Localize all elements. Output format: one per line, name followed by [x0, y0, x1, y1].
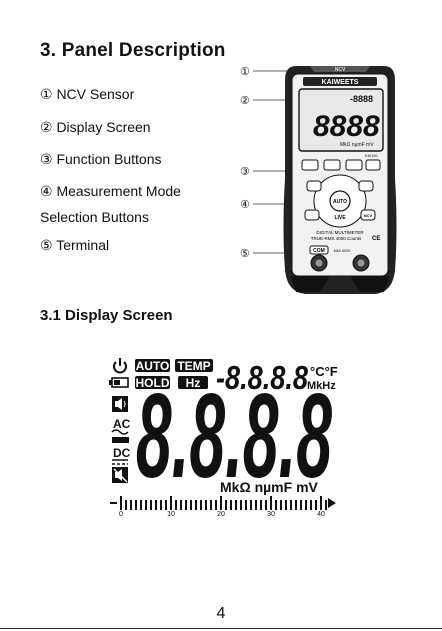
bargraph-segment — [325, 500, 327, 510]
bargraph-segment — [280, 500, 282, 510]
bargraph-segment — [315, 500, 317, 510]
bargraph-segment — [305, 500, 307, 510]
list-item-selection-buttons: Selection Buttons — [40, 209, 149, 225]
bargraph-segment — [235, 500, 237, 510]
bargraph-segment — [275, 500, 277, 510]
bargraph-segment — [190, 500, 192, 510]
lcd-dc: DC — [113, 446, 131, 460]
warning-label: MAX 600V — [334, 249, 351, 253]
ncv-label: NCV — [335, 67, 346, 73]
bargraph-segment — [245, 500, 247, 510]
bargraph-segment — [250, 500, 252, 510]
bargraph-segment — [225, 500, 227, 510]
bargraph — [110, 496, 336, 510]
bargraph-segment — [230, 500, 232, 510]
lcd-display-diagram: AUTO TEMP HOLD Hz -8.8.8.8 °C°F MkHz AC … — [109, 358, 338, 518]
list-item-measurement-mode: ④ Measurement Mode — [40, 183, 181, 199]
model-label: KM100 — [365, 153, 378, 158]
bargraph-segment — [260, 500, 262, 510]
list-item-ncv-sensor: ① NCV Sensor — [40, 86, 135, 102]
lcd-small-digits: -8.8.8.8 — [216, 359, 309, 396]
lcd-hz: Hz — [186, 376, 201, 390]
bargraph-segment — [130, 500, 132, 510]
list-item-function-buttons: ③ Function Buttons — [40, 151, 162, 167]
subsection-title: 3.1 Display Screen — [40, 307, 173, 324]
bargraph-segment — [140, 500, 142, 510]
tick-label-20: 20 — [217, 511, 225, 518]
list-item-terminal: ⑤ Terminal — [40, 237, 110, 253]
live-button-label: LIVE — [334, 215, 346, 221]
ncv-button-label: NCV — [364, 213, 373, 218]
bargraph-segment — [125, 500, 127, 510]
com-label: COM — [313, 248, 325, 254]
tick-label-0: 0 — [119, 511, 123, 518]
ce-mark: CE — [372, 236, 380, 242]
bargraph-segment — [120, 496, 122, 510]
lcd-temp: TEMP — [177, 359, 210, 373]
bargraph-segment — [200, 500, 202, 510]
bargraph-segment — [205, 500, 207, 510]
brand-name: KAIWEETS — [322, 79, 359, 86]
bargraph-segment — [165, 500, 167, 510]
tick-label-30: 30 — [267, 511, 275, 518]
callout-2: ② — [240, 95, 250, 107]
bargraph-segment — [215, 500, 217, 510]
mini-lcd-big-digits: 8888 — [313, 110, 380, 143]
bargraph-segment — [135, 500, 137, 510]
bargraph-segment — [295, 500, 297, 510]
bargraph-segment — [290, 500, 292, 510]
bargraph-segment — [170, 496, 172, 510]
spec-line-2: TRUE-RMS 4000 Counts — [311, 236, 362, 241]
bargraph-segment — [310, 500, 312, 510]
lcd-mkhz: MkHz — [307, 380, 336, 392]
power-icon — [113, 358, 127, 374]
bargraph-segment — [285, 500, 287, 510]
callout-1: ① — [240, 66, 250, 78]
list-item-display-screen: ② Display Screen — [40, 119, 151, 135]
bargraph-segment — [150, 500, 152, 510]
lcd-big-digits: 8.8.8.8 — [136, 369, 332, 503]
bargraph-segment — [145, 500, 147, 510]
bargraph-segment — [240, 500, 242, 510]
mini-lcd-small-digits: -8888 — [350, 94, 373, 104]
bargraph-segment — [300, 500, 302, 510]
mini-lcd-units: MkΩ nµmF mV — [340, 142, 374, 148]
bargraph-segment — [175, 500, 177, 510]
tick-label-40: 40 — [317, 511, 325, 518]
bargraph-segment — [210, 500, 212, 510]
auto-button-label: AUTO — [333, 199, 347, 205]
speaker-icon — [112, 396, 128, 412]
bargraph-segment — [265, 500, 267, 510]
bargraph-segment — [195, 500, 197, 510]
speaker-muted-icon — [112, 467, 128, 483]
battery-icon — [109, 377, 129, 388]
multimeter-illustration: ① ② ③ ④ ⑤ NCV KAIWEETS -8888 8888 MkΩ nµ… — [240, 66, 397, 294]
bargraph-segment — [255, 500, 257, 510]
section-title: 3. Panel Description — [40, 40, 226, 61]
bargraph-segment — [160, 500, 162, 510]
bargraph-segment — [270, 496, 272, 510]
lcd-units: MkΩ nµmF mV — [220, 479, 319, 495]
lcd-auto: AUTO — [136, 359, 170, 373]
bargraph-segment — [155, 500, 157, 510]
bargraph-segment — [320, 496, 322, 510]
spec-line-1: DIGITAL MULTIMETER — [316, 230, 364, 235]
page-bottom-rule — [0, 628, 442, 629]
callout-5: ⑤ — [240, 248, 250, 260]
bargraph-segment — [185, 500, 187, 510]
bargraph-tick-labels: 0 10 20 30 40 — [119, 511, 325, 518]
bargraph-segment — [220, 496, 222, 510]
negative-sign-bar — [112, 437, 129, 443]
lcd-hold: HOLD — [136, 376, 170, 390]
bargraph-segment — [180, 500, 182, 510]
bargraph-arrow — [328, 498, 336, 508]
callout-3: ③ — [240, 166, 250, 178]
tick-label-10: 10 — [167, 511, 175, 518]
callout-4: ④ — [240, 199, 250, 211]
lcd-degree-units: °C°F — [310, 364, 338, 379]
lcd-ac: AC — [113, 417, 131, 431]
page-number: 4 — [216, 605, 226, 622]
